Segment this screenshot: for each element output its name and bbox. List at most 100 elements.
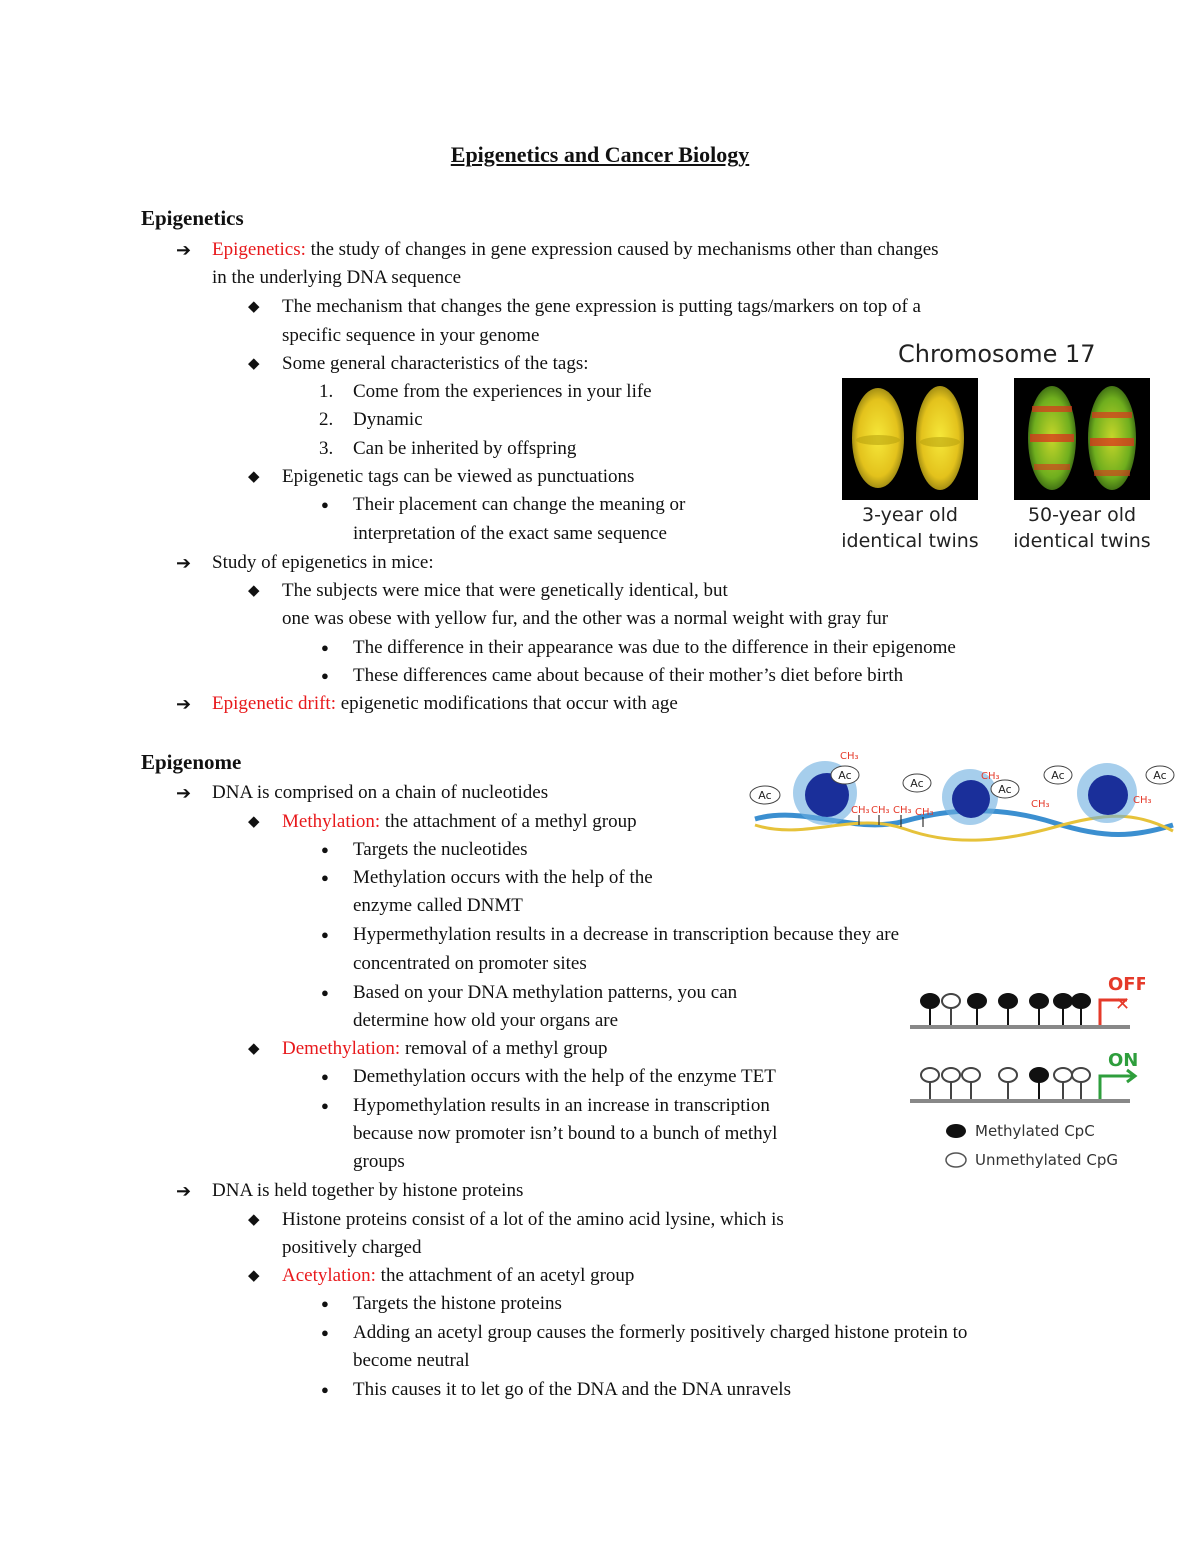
diamond-bullet-icon: ◆ [248, 1212, 260, 1228]
list-item: ● The difference in their appearance was… [321, 634, 956, 662]
list-item: ➔ Epigenetics: the study of changes in g… [176, 236, 939, 264]
diamond-bullet-icon: ◆ [248, 1041, 260, 1057]
dot-bullet-icon: ● [321, 668, 329, 683]
list-item: ● Adding an acetyl group causes the form… [321, 1319, 968, 1347]
legend-unmethylated: Unmethylated CpG [975, 1151, 1118, 1169]
legend-methylated: Methylated CpC [975, 1122, 1095, 1140]
list-item: ◆ Histone proteins consist of a lot of t… [248, 1206, 784, 1234]
document-title: Epigenetics and Cancer Biology [450, 142, 750, 167]
caption-young-twins: 3-year old identical twins [830, 502, 990, 554]
item-number: 2. [319, 409, 334, 430]
caption-line: identical twins [1013, 530, 1151, 552]
list-item-text: Targets the histone proteins [353, 1293, 562, 1314]
methyl-label: CH₃ [871, 805, 890, 816]
list-item-text: Hypomethylation results in an increase i… [353, 1095, 770, 1116]
histone-acetylation-figure: Ac Ac Ac Ac Ac Ac CH₃ CH₃ CH₃ CH₃ CH₃ CH… [745, 745, 1175, 845]
x-mark-icon: ✕ [1115, 994, 1130, 1015]
list-item-continuation: positively charged [282, 1237, 422, 1258]
section-heading-epigenetics: Epigenetics [141, 206, 244, 230]
acetyl-label: Ac [758, 789, 771, 802]
diamond-bullet-icon: ◆ [248, 814, 260, 830]
list-item-text: Adding an acetyl group causes the former… [353, 1322, 968, 1343]
off-label: OFF [1108, 974, 1145, 995]
list-item: ➔ Epigenetic drift: epigenetic modificat… [176, 690, 678, 718]
list-item: ● Hypomethylation results in an increase… [321, 1092, 770, 1120]
acetyl-label: Ac [1153, 769, 1166, 782]
dot-bullet-icon: ● [321, 1296, 329, 1311]
list-item: ➔ DNA is held together by histone protei… [176, 1177, 524, 1205]
list-item-text: Hypermethylation results in a decrease i… [353, 924, 900, 945]
list-item: ● Methylation occurs with the help of th… [321, 864, 653, 892]
list-item: ● Their placement can change the meaning… [321, 491, 686, 519]
methyl-label: CH₃ [915, 807, 934, 818]
caption-line: 50-year old [1027, 504, 1137, 526]
acetyl-label: Ac [998, 783, 1011, 796]
list-item: ◆ Epigenetic tags can be viewed as punct… [248, 463, 635, 491]
list-item-text: The difference in their appearance was d… [353, 637, 956, 658]
list-item: ● Hypermethylation results in a decrease… [321, 921, 900, 949]
list-item-text: The subjects were mice that were genetic… [282, 580, 728, 601]
dot-bullet-icon: ● [321, 1069, 329, 1084]
chromosome-image-young [842, 378, 978, 500]
list-item: ➔ DNA is comprised on a chain of nucleot… [176, 779, 548, 807]
list-item-text: Epigenetic tags can be viewed as punctua… [282, 466, 635, 487]
dot-bullet-icon: ● [321, 640, 329, 655]
list-item-text: These differences came about because of … [353, 665, 904, 686]
list-item: ◆ Methylation: the attachment of a methy… [248, 808, 637, 836]
chromosome-image-old [1014, 378, 1150, 500]
list-item-continuation: concentrated on promoter sites [353, 953, 587, 974]
list-item-continuation: one was obese with yellow fur, and the o… [282, 608, 889, 629]
methyl-label: CH₃ [1133, 795, 1152, 806]
list-item-text: Can be inherited by offspring [353, 438, 577, 459]
figure-title: Chromosome 17 [898, 340, 1096, 368]
list-item: ● This causes it to let go of the DNA an… [321, 1376, 791, 1404]
definition-text: the attachment of a methyl group [380, 811, 637, 832]
definition-text: the attachment of an acetyl group [375, 1265, 635, 1286]
list-item: ◆ The subjects were mice that were genet… [248, 577, 728, 605]
list-item-text: Some general characteristics of the tags… [282, 353, 589, 374]
caption-old-twins: 50-year old identical twins [1002, 502, 1162, 554]
list-item-continuation: specific sequence in your genome [282, 325, 540, 346]
dot-bullet-icon: ● [321, 985, 329, 1000]
list-item: ● Based on your DNA methylation patterns… [321, 979, 738, 1007]
acetyl-label: Ac [910, 777, 923, 790]
on-label: ON [1108, 1050, 1138, 1071]
item-number: 3. [319, 438, 334, 459]
list-item: ◆ Some general characteristics of the ta… [248, 350, 589, 378]
list-item-text: Dynamic [353, 409, 423, 430]
list-item-text: Study of epigenetics in mice: [212, 552, 434, 573]
methylation-on-off-figure: OFF ✕ ON Methylated CpC Unmethylated CpG [905, 970, 1148, 1175]
list-item-text: Their placement can change the meaning o… [353, 494, 686, 515]
list-item: ● Demethylation occurs with the help of … [321, 1063, 776, 1091]
list-item-text: This causes it to let go of the DNA and … [353, 1379, 791, 1400]
dot-bullet-icon: ● [321, 497, 329, 512]
acetyl-label: Ac [838, 769, 851, 782]
list-item-text: DNA is held together by histone proteins [212, 1180, 524, 1201]
methyl-label: CH₃ [851, 805, 870, 816]
dot-bullet-icon: ● [321, 1098, 329, 1113]
item-number: 1. [319, 381, 334, 402]
list-item-text: The mechanism that changes the gene expr… [282, 296, 921, 317]
methyl-label: CH₃ [840, 751, 859, 762]
list-item: ● These differences came about because o… [321, 662, 904, 690]
term-demethylation: Demethylation: [282, 1038, 401, 1059]
definition-text: epigenetic modifications that occur with… [335, 693, 678, 714]
list-item-text: Based on your DNA methylation patterns, … [353, 982, 738, 1003]
arrow-bullet-icon: ➔ [176, 783, 192, 803]
term-methylation: Methylation: [282, 811, 381, 832]
list-item: ➔ Study of epigenetics in mice: [176, 549, 434, 577]
list-item-continuation: groups [353, 1151, 405, 1172]
list-item-text: Come from the experiences in your life [353, 381, 652, 402]
dot-bullet-icon: ● [321, 870, 329, 885]
dot-bullet-icon: ● [321, 1382, 329, 1397]
list-item: ◆ Acetylation: the attachment of an acet… [248, 1262, 635, 1290]
list-item-text: Methylation occurs with the help of the [353, 867, 653, 888]
caption-line: 3-year old [861, 504, 958, 526]
dot-bullet-icon: ● [321, 1325, 329, 1340]
numbered-item: 1. Come from the experiences in your lif… [319, 378, 652, 406]
arrow-bullet-icon: ➔ [176, 1181, 192, 1201]
list-item-text: Histone proteins consist of a lot of the… [282, 1209, 784, 1230]
section-heading-epigenome: Epigenome [141, 750, 242, 774]
methyl-label: CH₃ [893, 805, 912, 816]
